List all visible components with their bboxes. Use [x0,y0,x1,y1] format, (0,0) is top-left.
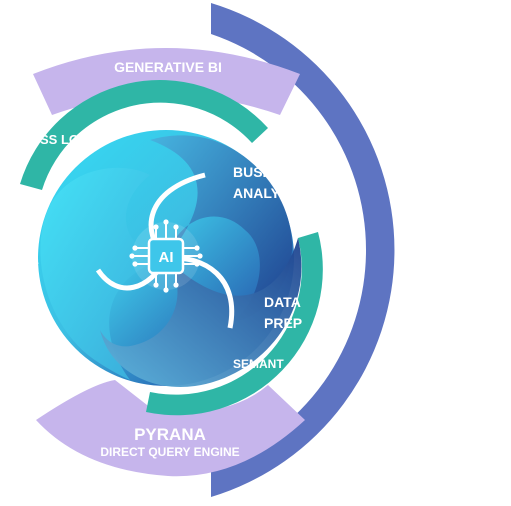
pyrana-band [36,380,305,477]
data-science-label-2: ENCE [0,251,39,267]
governance-arc [211,3,395,497]
data-prep-label-1: DATA [264,294,301,310]
pyrana-title: PYRANA [134,425,206,444]
business-analytics-blade [150,135,293,322]
generative-bi-label: GENERATIVE BI [114,59,222,75]
business-logic-label: SS LOGIC [40,132,103,147]
business-analytics-label-2: ANALY [233,185,281,201]
ai-chip-icon: AI [129,219,203,293]
data-science-label-1: TA [0,231,18,247]
ai-badge-label: AI [159,249,174,266]
data-prep-blade [100,238,302,387]
pyrana-subtitle: DIRECT QUERY ENGINE [100,445,239,459]
data-prep-label-2: PREP [264,315,302,331]
business-logic-arc [20,80,268,190]
semantic-arc [146,232,323,416]
governance-label-1: GOV [400,232,432,248]
semantic-label: SEMANT [233,357,284,371]
business-analytics-label-1: BUSIN [233,164,277,180]
governance-label-2: & SE [400,251,433,267]
